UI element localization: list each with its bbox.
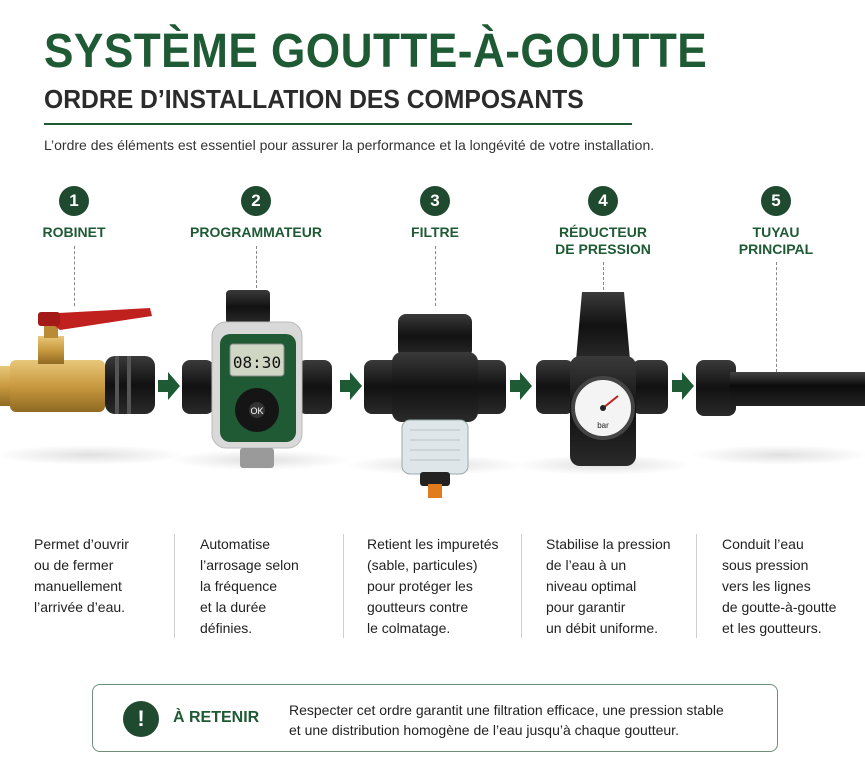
step-5: 5 TUYAU PRINCIPAL <box>696 186 856 258</box>
arrow-right-icon <box>672 372 694 400</box>
description-line: le colmatage. <box>367 620 451 636</box>
step-4-description: Stabilise la pression de l’eau à un nive… <box>546 534 671 639</box>
step-2: 2 PROGRAMMATEUR <box>176 186 336 241</box>
leader-line <box>435 246 436 306</box>
column-divider <box>521 534 522 638</box>
tap-icon <box>0 308 155 414</box>
step-number-badge: 1 <box>59 186 89 216</box>
step-label-line: PRINCIPAL <box>738 241 814 257</box>
step-2-description: Automatise l’arrosage selon la fréquence… <box>200 534 299 639</box>
leader-line <box>256 246 257 288</box>
step-label: RÉDUCTEUR DE PRESSION <box>523 224 683 258</box>
reminder-text: Respecter cet ordre garantit une filtrat… <box>289 700 724 740</box>
exclamation-icon: ! <box>123 701 159 737</box>
step-number-badge: 4 <box>588 186 618 216</box>
title-rule <box>44 123 632 125</box>
leader-line <box>776 262 777 372</box>
step-5-description: Conduit l’eau sous pression vers les lig… <box>722 534 836 639</box>
intro-text: L’ordre des éléments est essentiel pour … <box>44 137 655 153</box>
description-line: l’arrosage selon <box>200 557 299 573</box>
components-illustration: 08:30 OK bar <box>0 290 865 498</box>
filter-icon <box>364 314 506 498</box>
description-line: et les goutteurs. <box>722 620 822 636</box>
reminder-line: et une distribution homogène de l’eau ju… <box>289 722 679 738</box>
column-divider <box>343 534 344 638</box>
description-line: niveau optimal <box>546 578 637 594</box>
step-1-description: Permet d’ouvrir ou de fermer manuellemen… <box>34 534 129 618</box>
column-divider <box>174 534 175 638</box>
arrow-right-icon <box>510 372 532 400</box>
description-line: Permet d’ouvrir <box>34 536 129 552</box>
step-label: TUYAU PRINCIPAL <box>696 224 856 258</box>
step-3: 3 FILTRE <box>355 186 515 241</box>
step-label-line: TUYAU <box>752 224 800 240</box>
description-line: l’arrivée d’eau. <box>34 599 126 615</box>
description-line: goutteurs contre <box>367 599 469 615</box>
step-4: 4 RÉDUCTEUR DE PRESSION <box>523 186 683 258</box>
step-label-line: DE PRESSION <box>555 241 651 257</box>
timer-display: 08:30 <box>233 353 281 372</box>
description-line: ou de fermer <box>34 557 114 573</box>
description-line: sous pression <box>722 557 809 573</box>
step-number-badge: 2 <box>241 186 271 216</box>
description-line: manuellement <box>34 578 122 594</box>
page-subtitle: ORDRE D’INSTALLATION DES COMPOSANTS <box>44 84 584 114</box>
step-label: FILTRE <box>411 224 459 240</box>
column-divider <box>696 534 697 638</box>
step-1: 1 ROBINET <box>0 186 154 241</box>
gauge-unit: bar <box>597 421 609 430</box>
description-line: un débit uniforme. <box>546 620 659 636</box>
description-line: pour protéger les <box>367 578 473 594</box>
description-line: vers les lignes <box>722 578 811 594</box>
leader-line <box>74 246 75 306</box>
description-line: de l’eau à un <box>546 557 627 573</box>
description-line: Conduit l’eau <box>722 536 804 552</box>
description-line: la fréquence <box>200 578 278 594</box>
step-label: PROGRAMMATEUR <box>190 224 322 240</box>
step-label-line: RÉDUCTEUR <box>559 224 647 240</box>
description-line: définies. <box>200 620 253 636</box>
leader-line <box>603 262 604 290</box>
timer-icon: 08:30 OK <box>182 290 332 468</box>
description-line: (sable, particules) <box>367 557 478 573</box>
pressure-reducer-icon: bar <box>536 292 668 466</box>
description-line: de goutte-à-goutte <box>722 599 837 615</box>
reminder-box: ! À RETENIR Respecter cet ordre garantit… <box>92 684 778 752</box>
description-line: Stabilise la pression <box>546 536 671 552</box>
arrow-right-icon <box>158 372 180 400</box>
description-line: Retient les impuretés <box>367 536 499 552</box>
pipe-icon <box>696 360 865 416</box>
step-number-badge: 5 <box>761 186 791 216</box>
description-line: Automatise <box>200 536 271 552</box>
description-line: pour garantir <box>546 599 626 615</box>
step-number-badge: 3 <box>420 186 450 216</box>
timer-ok-label: OK <box>250 406 263 416</box>
reminder-line: Respecter cet ordre garantit une filtrat… <box>289 702 724 718</box>
page-title: SYSTÈME GOUTTE-À-GOUTTE <box>44 25 708 78</box>
step-3-description: Retient les impuretés (sable, particules… <box>367 534 499 639</box>
step-label: ROBINET <box>42 224 106 240</box>
arrow-right-icon <box>340 372 362 400</box>
description-line: et la durée <box>200 599 267 615</box>
reminder-title: À RETENIR <box>173 709 260 726</box>
